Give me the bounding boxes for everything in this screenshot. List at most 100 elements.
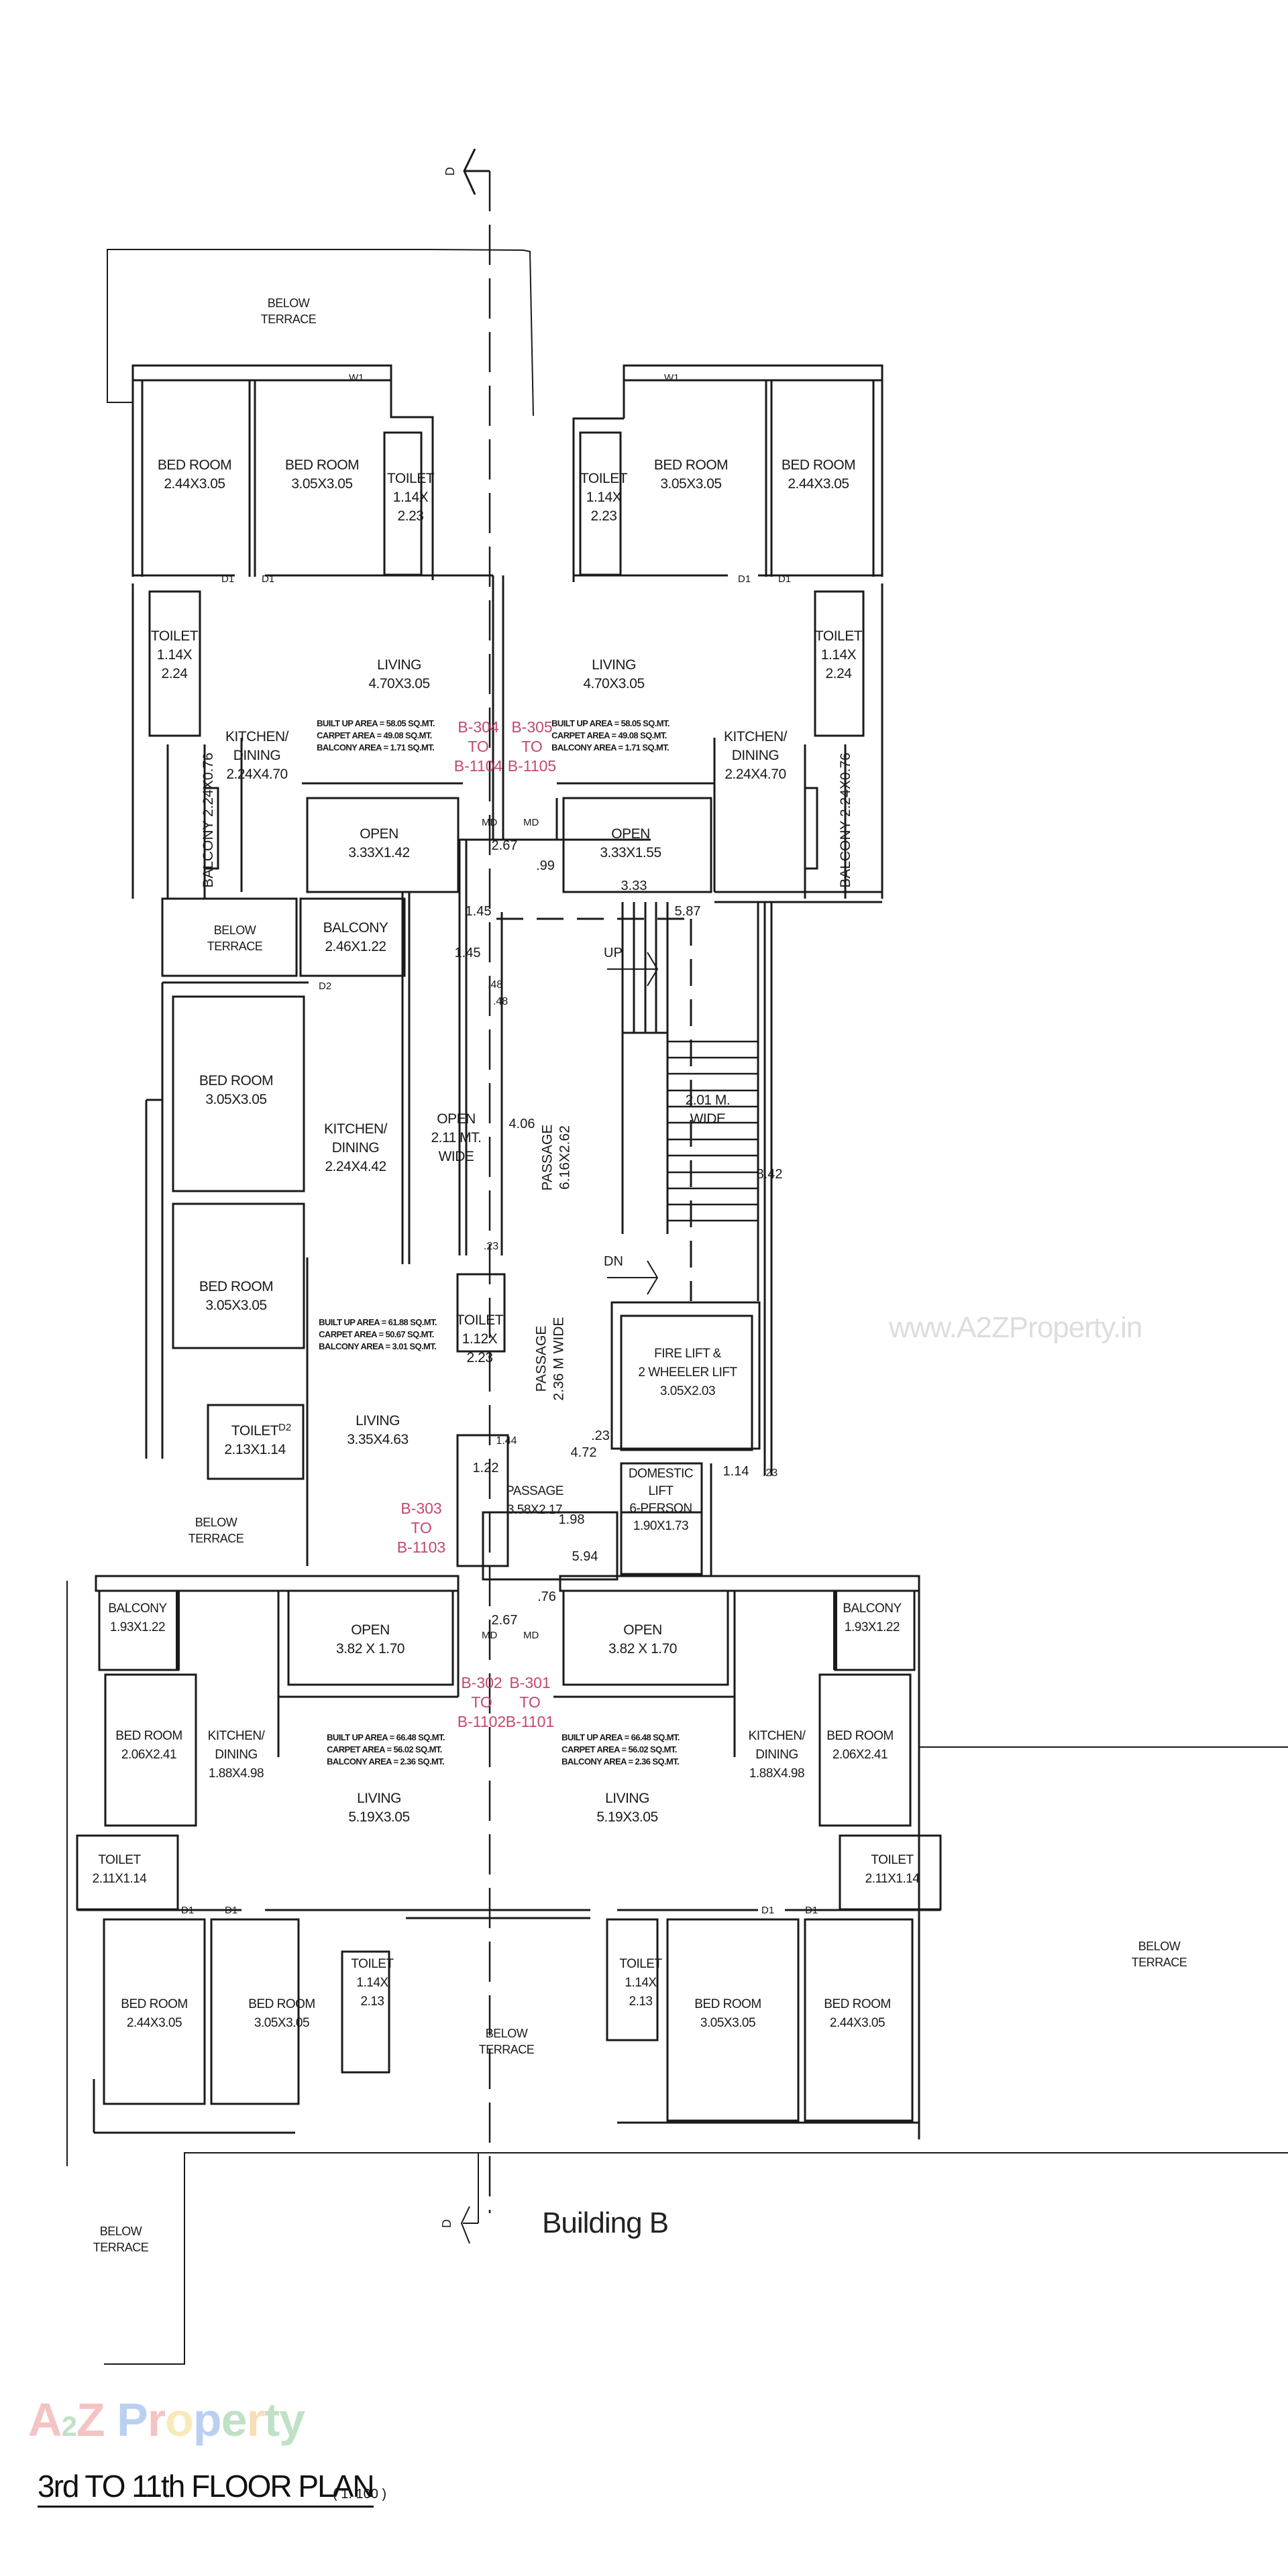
unit-b301-walls (553, 1575, 1288, 2139)
dimension: 3.33 (621, 879, 647, 893)
unit-b303-walls (145, 897, 509, 1567)
section-marker-label: D (443, 167, 457, 176)
drawing-title: 3rd TO 11th FLOOR PLAN (38, 2468, 375, 2508)
door-tag: D1 (225, 1905, 238, 1916)
site-boundary (104, 2152, 1288, 2365)
unit-b304-walls (131, 364, 651, 899)
dimension: 1.22 (472, 1461, 499, 1475)
dimension: 1.44 (496, 1435, 517, 1447)
door-tag: D1 (738, 573, 751, 585)
main-door-tag: MD (482, 1630, 498, 1641)
dimension: 1.45 (465, 904, 492, 919)
dimension: .99 (536, 858, 555, 873)
section-marker-label: D (440, 2219, 453, 2228)
window-tag: W1 (349, 372, 364, 384)
dimension: 1.45 (454, 946, 481, 960)
dimension: .48 (487, 979, 503, 991)
main-door-tag: MD (523, 1630, 539, 1641)
core-walls (401, 840, 773, 1576)
unit-b302-walls (66, 1575, 590, 2166)
door-tag: D1 (761, 1905, 775, 1916)
building-label: Building B (542, 2206, 669, 2239)
dimension: 1.98 (558, 1512, 585, 1527)
door-tag: D2 (278, 1422, 292, 1433)
dimension: .23 (483, 1241, 499, 1252)
area-summary: BUILT UP AREA = 58.05 SQ.MT.CARPET AREA … (551, 718, 669, 752)
stair-label: 2.01 M.WIDE (685, 1093, 731, 1127)
area-summary: BUILT UP AREA = 66.48 SQ.MT.CARPET AREA … (327, 1732, 445, 1767)
area-summary: BUILT UP AREA = 66.48 SQ.MT.CARPET AREA … (561, 1732, 680, 1767)
room-label: BALCONY 2.24X0.76 (200, 752, 216, 888)
brand-logo: A2Z Property (28, 2394, 305, 2446)
room-label: BALCONY 2.24X0.76 (837, 752, 853, 888)
area-summary: BUILT UP AREA = 61.88 SQ.MT.CARPET AREA … (319, 1317, 437, 1351)
dimension: 1.14 (722, 1464, 749, 1479)
passage-small-walls (482, 1511, 619, 1581)
dimension: 8.42 (756, 1167, 783, 1182)
main-door-tag: MD (523, 817, 539, 828)
dimension: .23 (762, 1467, 778, 1479)
section-marker-top (463, 148, 491, 2213)
stair-down-label: DN (604, 1254, 623, 1269)
door-tag: D1 (262, 573, 275, 585)
dimension: 4.72 (570, 1445, 597, 1460)
door-tag: D1 (181, 1905, 195, 1916)
unit-b305-walls (503, 364, 883, 903)
door-tag: D1 (221, 573, 235, 585)
dimension: .23 (591, 1429, 610, 1443)
stair-up-label: UP (604, 946, 623, 960)
door-tag: D2 (319, 981, 332, 992)
door-tag: D1 (805, 1905, 818, 1916)
watermark-url: www.A2ZProperty.in (889, 1311, 1142, 1344)
area-summary: BUILT UP AREA = 58.05 SQ.MT.CARPET AREA … (317, 718, 435, 752)
drawing-scale: ( 1: 100 ) (333, 2487, 387, 2502)
door-tag: D1 (778, 573, 792, 585)
main-door-tag: MD (482, 817, 498, 828)
dimension: 2.67 (491, 838, 518, 853)
